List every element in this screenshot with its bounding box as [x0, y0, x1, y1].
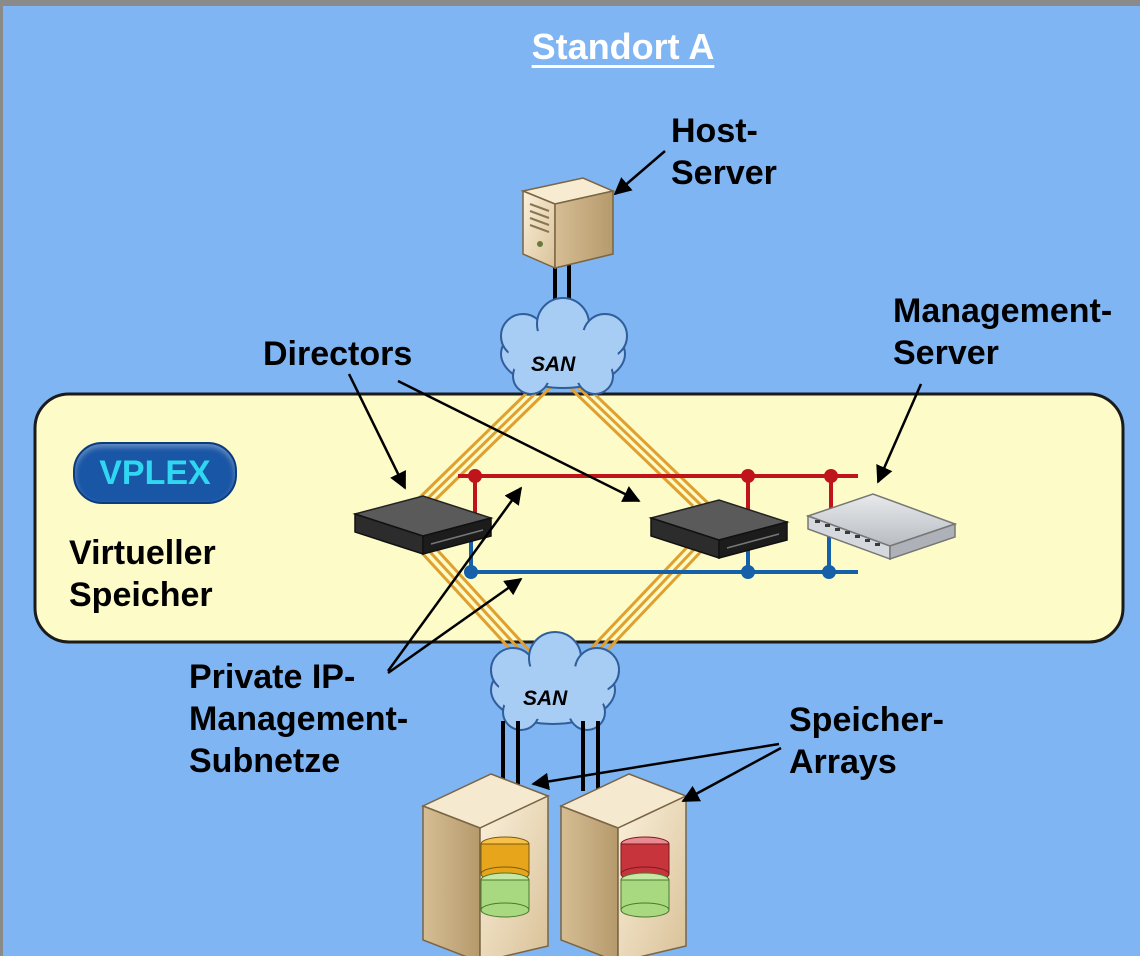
director-right-icon — [648, 499, 790, 560]
label-private-ip-line-3: Subnetze — [189, 742, 341, 780]
arrow-host-server — [613, 150, 666, 196]
label-storage-arrays: Speicher- Arrays — [789, 699, 944, 783]
label-private-ip-line-1: Private IP- — [189, 658, 356, 696]
san-label-top: SAN — [531, 353, 576, 376]
arrow-directors-right — [397, 379, 641, 503]
label-virtual-storage-line-2: Speicher — [69, 576, 213, 614]
label-directors: Directors — [263, 335, 413, 373]
san-cloud-top — [500, 297, 628, 395]
san-links — [409, 379, 713, 663]
site-title: Standort A — [531, 26, 715, 67]
callout-arrows — [347, 150, 923, 803]
label-host-server: Host- Server — [671, 110, 777, 194]
storage-array-right-icon — [559, 773, 688, 956]
label-private-ip-line-2: Management- — [189, 700, 409, 738]
label-host-server-line-1: Host- — [671, 112, 758, 150]
label-management-server-line-2: Server — [893, 334, 999, 372]
arrow-array-right — [681, 746, 782, 803]
label-host-server-line-2: Server — [671, 154, 777, 192]
san-cloud-bottom — [490, 631, 620, 731]
label-storage-arrays-line-1: Speicher- — [789, 701, 944, 739]
san-label-bottom: SAN — [523, 687, 568, 710]
arrow-subnet-blue — [387, 577, 523, 675]
arrow-management-server — [876, 383, 923, 484]
label-virtual-storage-line-1: Virtueller — [69, 534, 216, 572]
host-server-icon — [520, 177, 616, 270]
management-server-icon — [805, 493, 958, 561]
label-virtual-storage: Virtueller Speicher — [69, 532, 216, 616]
label-storage-arrays-line-2: Arrays — [789, 743, 897, 781]
label-management-server-line-1: Management- — [893, 292, 1113, 330]
arrow-directors-left — [347, 373, 407, 490]
label-management-server: Management- Server — [893, 290, 1112, 374]
mgmt-subnet-blue — [464, 531, 858, 579]
storage-array-left-icon — [421, 773, 550, 956]
mgmt-subnet-red — [458, 469, 858, 518]
vplex-zone — [33, 392, 1125, 644]
vplex-badge: VPLEX — [73, 442, 237, 504]
arrow-array-left — [531, 742, 780, 791]
label-private-ip-subnets: Private IP- Management- Subnetze — [189, 656, 408, 782]
diagram-graphics — [33, 150, 1125, 956]
arrow-subnet-red — [386, 486, 523, 672]
director-left-icon — [352, 495, 494, 556]
